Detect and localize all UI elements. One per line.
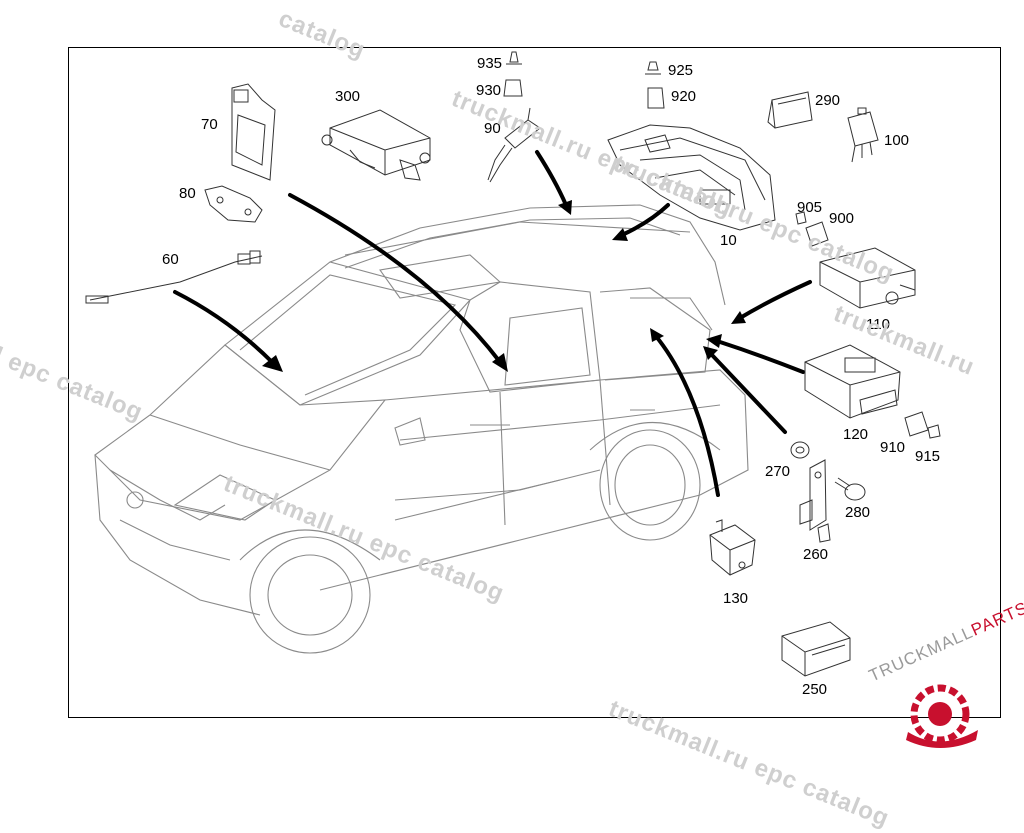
part-label-920[interactable]: 920 <box>671 88 697 105</box>
part-100-drawing <box>847 107 879 163</box>
arrow-heads <box>262 200 746 372</box>
part-280-drawing <box>834 477 866 501</box>
part-935-930-drawing <box>503 51 523 97</box>
part-label-250[interactable]: 250 <box>802 681 828 698</box>
part-label-60[interactable]: 60 <box>162 251 179 268</box>
part-drawings <box>85 51 941 677</box>
part-70-drawing <box>231 83 276 181</box>
part-label-110[interactable]: 110 <box>866 316 890 333</box>
diagram-frame <box>68 47 1001 718</box>
part-label-290[interactable]: 290 <box>815 92 841 109</box>
part-120-drawing <box>804 344 901 419</box>
part-130-drawing <box>709 519 756 576</box>
car-outline <box>94 204 749 654</box>
part-90-drawing <box>487 107 541 183</box>
part-925-920-drawing <box>645 61 665 109</box>
part-label-905[interactable]: 905 <box>797 199 823 216</box>
parts-diagram: 70 80 60 300 935 930 90 925 920 10 290 1… <box>0 5 1024 832</box>
part-label-925[interactable]: 925 <box>668 62 694 79</box>
truckmall-logo <box>906 684 978 748</box>
part-260-drawing <box>799 459 831 543</box>
part-910-915-drawing <box>904 411 941 439</box>
part-60-drawing <box>85 250 263 304</box>
part-label-260[interactable]: 260 <box>803 546 829 563</box>
part-300-drawing <box>321 109 431 181</box>
part-label-70[interactable]: 70 <box>201 116 218 133</box>
part-250-drawing <box>781 621 851 677</box>
part-label-270[interactable]: 270 <box>765 463 791 480</box>
part-905-900-drawing <box>795 211 829 247</box>
part-270-drawing <box>790 441 810 459</box>
part-label-930[interactable]: 930 <box>476 82 502 99</box>
part-110-drawing <box>819 247 916 309</box>
vehicle-illustration <box>85 51 941 677</box>
part-label-10[interactable]: 10 <box>720 232 737 249</box>
part-label-915[interactable]: 915 <box>915 448 941 465</box>
part-80-drawing <box>204 185 263 223</box>
part-label-100[interactable]: 100 <box>884 132 910 149</box>
part-label-935[interactable]: 935 <box>477 55 503 72</box>
part-290-drawing <box>767 91 813 129</box>
part-label-900[interactable]: 900 <box>829 210 855 227</box>
part-label-300[interactable]: 300 <box>335 88 361 105</box>
part-label-90[interactable]: 90 <box>484 120 501 137</box>
part-10-drawing <box>607 124 776 231</box>
part-label-80[interactable]: 80 <box>179 185 196 202</box>
part-label-280[interactable]: 280 <box>845 504 871 521</box>
part-label-910[interactable]: 910 <box>880 439 906 456</box>
part-label-120[interactable]: 120 <box>843 426 869 443</box>
leader-arrows <box>173 150 812 497</box>
part-label-130[interactable]: 130 <box>723 590 749 607</box>
